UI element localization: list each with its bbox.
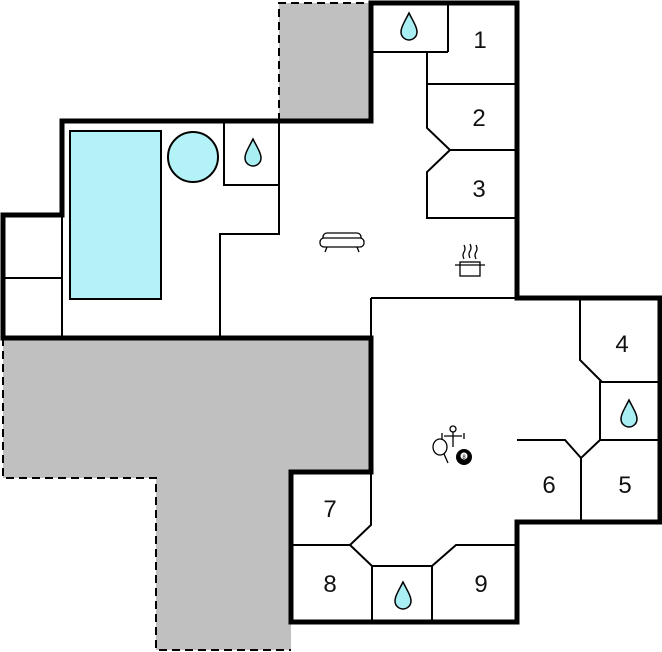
outer-walls — [0, 0, 662, 625]
svg-text:8: 8 — [462, 455, 466, 461]
water-drop-icon — [400, 11, 418, 41]
room-label-6: 6 — [542, 472, 555, 499]
hot-tub — [167, 131, 219, 183]
room-label-5: 5 — [618, 472, 631, 499]
pool — [69, 130, 162, 300]
room-label-9: 9 — [474, 571, 487, 598]
cooking-pot-icon — [455, 243, 485, 277]
terraces — [2, 2, 371, 651]
top-terrace-dashed-edge — [278, 2, 371, 121]
interior-walls — [3, 3, 660, 622]
room-label-4: 4 — [615, 331, 628, 358]
sofa-icon — [319, 232, 365, 253]
room-label-2: 2 — [472, 105, 485, 132]
billiard-8-ball-icon: 8 — [456, 449, 472, 465]
games-room-icon: 8 — [432, 425, 472, 465]
lower-left-terrace — [3, 338, 371, 650]
water-drop-icon — [244, 137, 262, 167]
lower-left-terrace-dashed-edge — [2, 338, 291, 651]
room-label-1: 1 — [473, 27, 486, 54]
water-drop-icon — [394, 580, 412, 610]
room-labels: 1 2 3 4 5 6 7 8 9 — [323, 27, 631, 598]
table-tennis-paddle-icon — [432, 438, 449, 464]
room-label-3: 3 — [472, 176, 485, 203]
top-terrace — [279, 3, 371, 121]
bathroom-icons — [244, 11, 638, 610]
room-label-7: 7 — [323, 496, 336, 523]
water-drop-icon — [620, 398, 638, 428]
room-label-8: 8 — [323, 571, 336, 598]
